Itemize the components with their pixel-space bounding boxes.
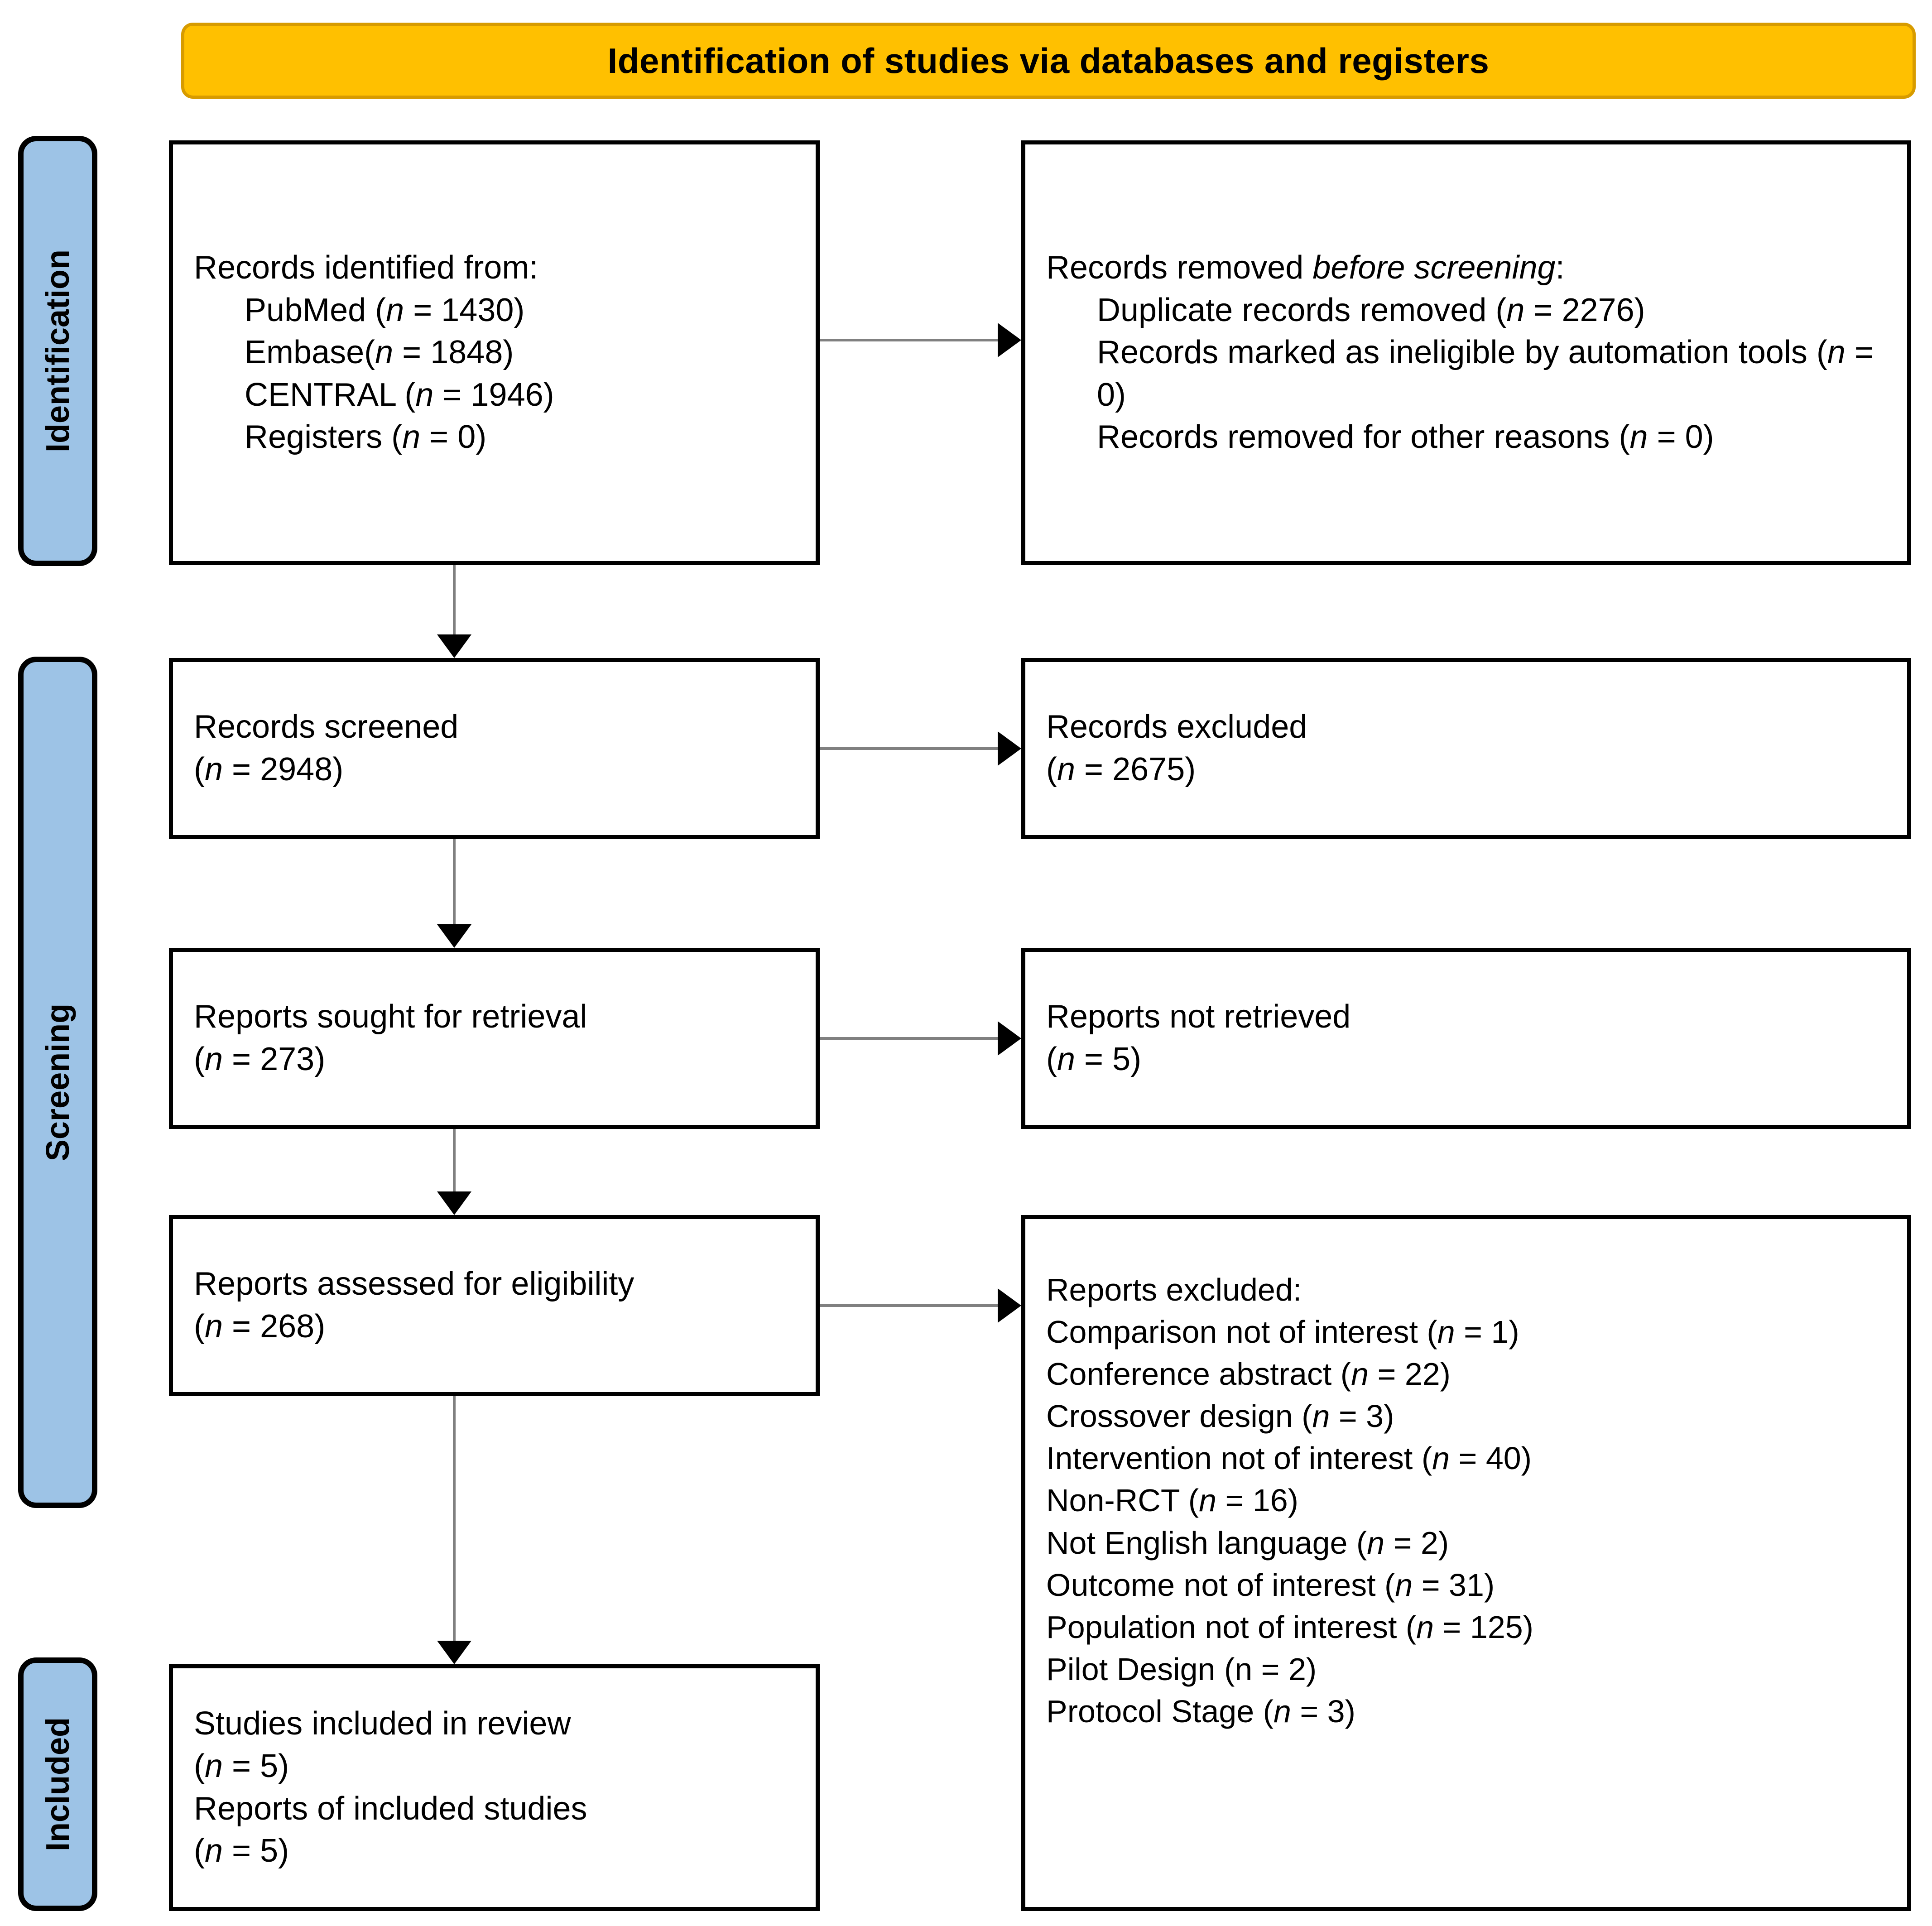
arrowhead-down-icon	[437, 924, 471, 948]
arrow-line	[453, 1396, 456, 1642]
box-records-identified: Records identified from: PubMed (n = 143…	[169, 140, 820, 565]
reports-included-count: (n = 5)	[194, 1833, 289, 1869]
box-records-removed-before-screening: Records removed before screening: Duplic…	[1021, 140, 1911, 565]
reports-excluded-reason: Outcome not of interest (n = 31)	[1046, 1567, 1495, 1603]
reports-sought-title: Reports sought for retrieval	[194, 999, 587, 1035]
arrow-line	[453, 839, 456, 925]
header-title: Identification of studies via databases …	[607, 40, 1490, 81]
box-reports-assessed-for-eligibility: Reports assessed for eligibility (n = 26…	[169, 1215, 820, 1396]
reports-excluded-reason: Not English language (n = 2)	[1046, 1525, 1449, 1561]
arrowhead-down-icon	[437, 1191, 471, 1215]
box-records-excluded: Records excluded (n = 2675)	[1021, 658, 1911, 839]
arrowhead-down-icon	[437, 1641, 471, 1664]
arrow-line	[820, 1037, 999, 1040]
reports-excluded-title: Reports excluded:	[1046, 1272, 1302, 1307]
arrow-line	[820, 1304, 999, 1307]
arrow-line	[820, 339, 999, 341]
reports-excluded-reason: Comparison not of interest (n = 1)	[1046, 1314, 1519, 1350]
box-reports-excluded-reasons: Reports excluded: Comparison not of inte…	[1021, 1215, 1911, 1911]
records-identified-item-registers: Registers (n = 0)	[245, 419, 487, 456]
reports-not-retrieved-title: Reports not retrieved	[1046, 999, 1351, 1035]
arrow-line	[820, 747, 999, 750]
stage-label-included-text: Included	[39, 1717, 76, 1852]
box-reports-not-retrieved: Reports not retrieved (n = 5)	[1021, 948, 1911, 1129]
reports-excluded-reason: Population not of interest (n = 125)	[1046, 1609, 1533, 1645]
arrowhead-right-icon	[998, 323, 1021, 357]
records-removed-item-automation: Records marked as ineligible by automati…	[1097, 334, 1874, 413]
records-screened-title: Records screened	[194, 709, 459, 745]
arrowhead-down-icon	[437, 634, 471, 658]
reports-excluded-reason: Conference abstract (n = 22)	[1046, 1356, 1451, 1392]
records-identified-item-embase: Embase(n = 1848)	[245, 334, 514, 371]
arrow-line	[453, 565, 456, 635]
box-records-screened: Records screened (n = 2948)	[169, 658, 820, 839]
stage-label-included: Included	[18, 1657, 97, 1911]
reports-not-retrieved-count: (n = 5)	[1046, 1041, 1142, 1077]
arrow-line	[453, 1129, 456, 1192]
studies-included-count: (n = 5)	[194, 1748, 289, 1784]
records-removed-title: Records removed before screening:	[1046, 250, 1565, 286]
records-excluded-count: (n = 2675)	[1046, 751, 1196, 788]
stage-label-identification-text: Identification	[39, 250, 76, 452]
arrowhead-right-icon	[998, 731, 1021, 766]
box-studies-included-in-review: Studies included in review (n = 5) Repor…	[169, 1664, 820, 1911]
records-screened-count: (n = 2948)	[194, 751, 344, 788]
reports-excluded-reason: Protocol Stage (n = 3)	[1046, 1693, 1355, 1729]
reports-assessed-title: Reports assessed for eligibility	[194, 1266, 634, 1302]
header-banner: Identification of studies via databases …	[181, 23, 1916, 99]
stage-label-screening-text: Screening	[39, 1003, 76, 1162]
records-identified-item-central: CENTRAL (n = 1946)	[245, 376, 554, 413]
records-identified-title: Records identified from:	[194, 250, 538, 286]
records-identified-item-pubmed: PubMed (n = 1430)	[245, 292, 525, 328]
records-excluded-title: Records excluded	[1046, 709, 1307, 745]
records-removed-item-duplicates: Duplicate records removed (n = 2276)	[1097, 292, 1645, 328]
reports-sought-count: (n = 273)	[194, 1041, 326, 1077]
arrowhead-right-icon	[998, 1021, 1021, 1056]
reports-excluded-reason: Crossover design (n = 3)	[1046, 1398, 1394, 1434]
reports-excluded-reason: Intervention not of interest (n = 40)	[1046, 1441, 1532, 1476]
reports-excluded-reason: Pilot Design (n = 2)	[1046, 1651, 1317, 1687]
stage-label-identification: Identification	[18, 136, 97, 566]
arrowhead-right-icon	[998, 1288, 1021, 1323]
stage-label-screening: Screening	[18, 657, 97, 1508]
records-removed-item-other: Records removed for other reasons (n = 0…	[1097, 419, 1714, 456]
box-reports-sought-for-retrieval: Reports sought for retrieval (n = 273)	[169, 948, 820, 1129]
reports-assessed-count: (n = 268)	[194, 1308, 326, 1345]
reports-included-title: Reports of included studies	[194, 1790, 587, 1827]
reports-excluded-reason: Non-RCT (n = 16)	[1046, 1483, 1298, 1518]
studies-included-title: Studies included in review	[194, 1705, 571, 1742]
